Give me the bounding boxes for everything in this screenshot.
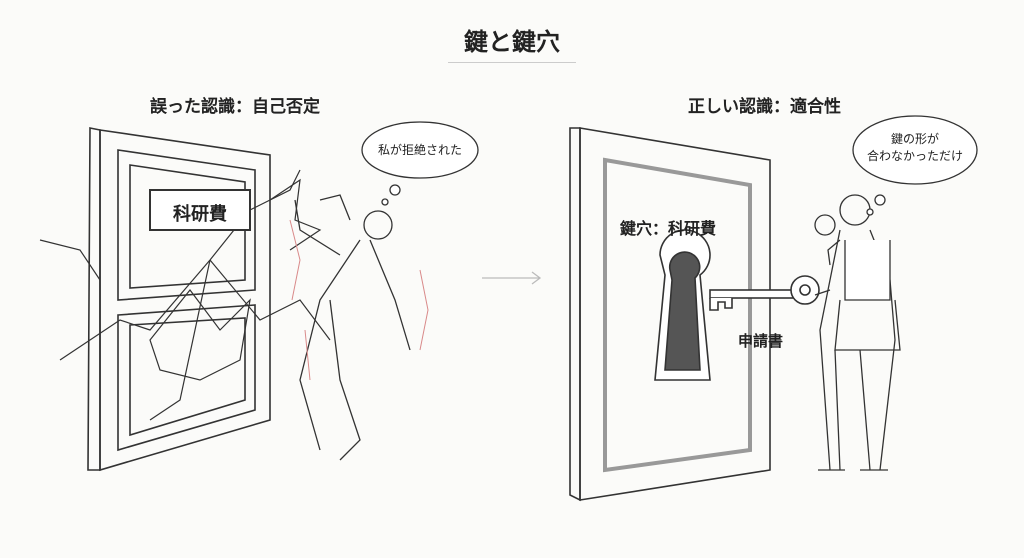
falling-person — [294, 194, 411, 461]
key-label: 申請書 — [738, 332, 784, 350]
left-thought-text: 私が拒絶された — [377, 143, 462, 157]
right-thought-line1: 鍵の形が — [890, 132, 939, 146]
keyhole-door — [569, 127, 771, 502]
keyhole-label: 鍵穴：科研費 — [620, 219, 717, 238]
title-divider — [448, 62, 576, 63]
page-title: 鍵と鍵穴 — [464, 28, 560, 56]
sign-board — [149, 189, 251, 231]
key — [709, 275, 820, 311]
thought-bubble-right — [852, 115, 978, 216]
shake-lines — [289, 219, 429, 381]
right-heading: 正しい認識：適合性 — [688, 97, 841, 117]
sign-text: 科研費 — [173, 204, 227, 225]
arrow — [482, 271, 542, 285]
left-heading: 誤った認識：自己否定 — [150, 97, 320, 117]
right-thought-line2: 合わなかっただけ — [866, 149, 963, 163]
craftsman — [814, 194, 901, 471]
right-thought-text: 鍵の形が 合わなかっただけ — [853, 131, 977, 165]
thought-bubble-left — [361, 121, 479, 206]
broken-door — [87, 127, 271, 472]
